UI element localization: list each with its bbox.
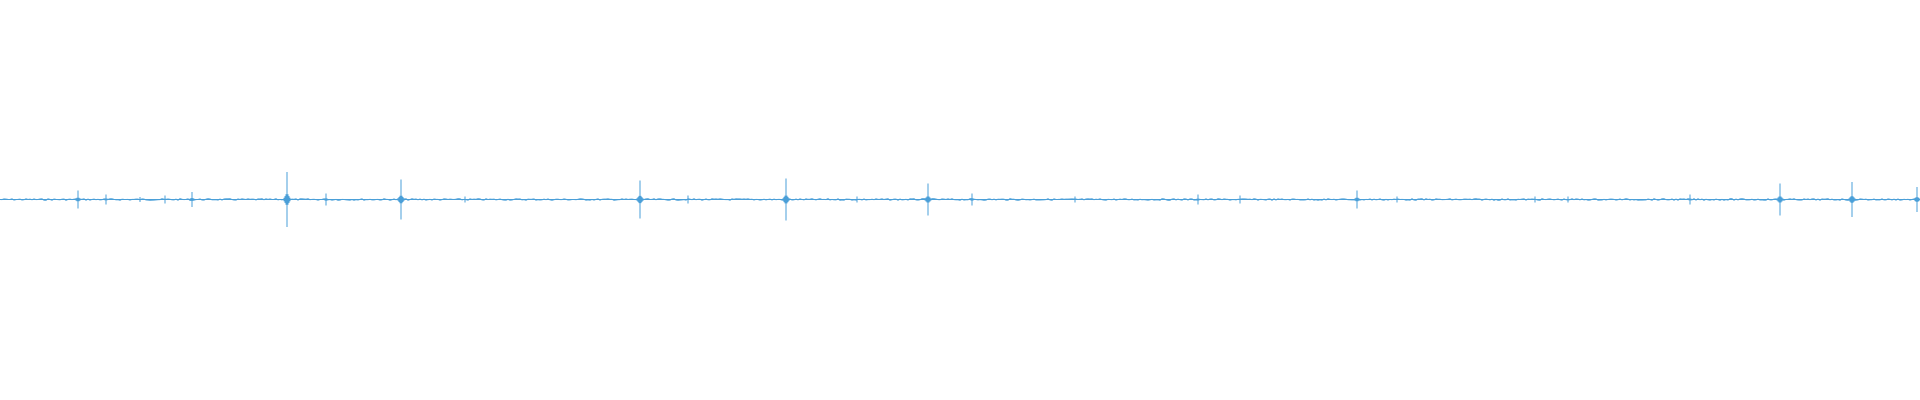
waveform-noise [0,197,1920,202]
